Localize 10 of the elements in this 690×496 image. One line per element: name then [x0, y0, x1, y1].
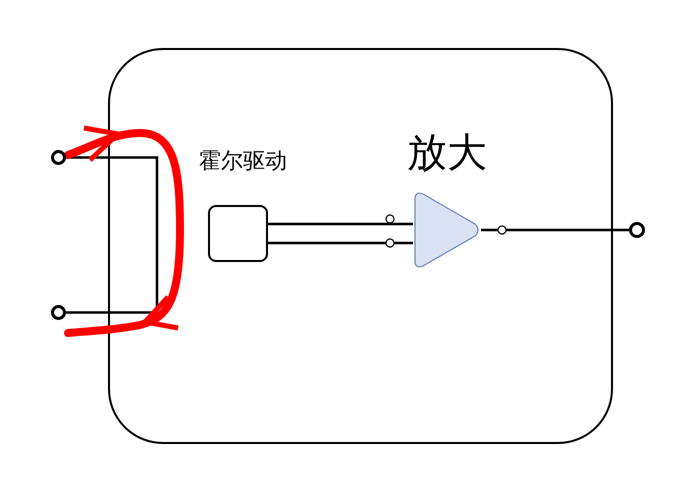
wire [66, 156, 158, 314]
housing-outline [108, 48, 613, 444]
wire [481, 228, 629, 232]
terminal-circle [51, 150, 66, 165]
terminal-circle [51, 305, 66, 320]
wire [268, 242, 413, 244]
wire [268, 222, 413, 226]
node-label: 放大 [407, 129, 487, 177]
terminal-circle [629, 222, 645, 238]
node-label: 霍尔驱动 [199, 149, 287, 176]
